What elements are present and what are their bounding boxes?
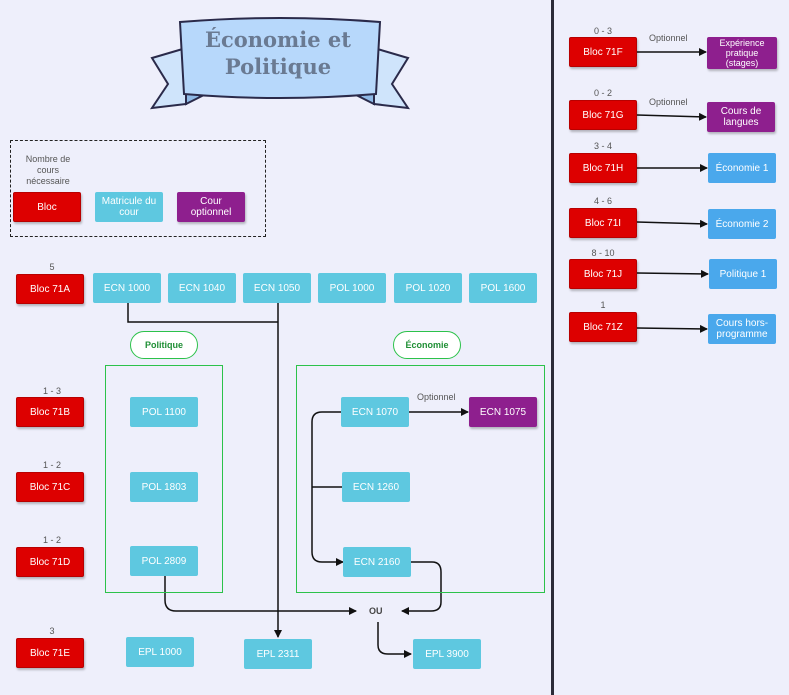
target-experience-pratique: Expérience pratique (stages) <box>707 37 777 69</box>
legend-course: Matricule du cour <box>95 192 163 222</box>
page-title: Économie et Politique <box>204 27 351 79</box>
course-pol-1020[interactable]: POL 1020 <box>394 273 462 303</box>
optionnel-label-1075: Optionnel <box>417 392 456 402</box>
legend-box <box>10 140 266 237</box>
bloc-71f-count: 0 - 3 <box>593 26 612 36</box>
group-politique-frame <box>105 365 223 593</box>
course-ecn-1075[interactable]: ECN 1075 <box>469 397 537 427</box>
legend-optional: Cour optionnel <box>177 192 245 222</box>
bloc-71b-count: 1 - 3 <box>42 386 61 396</box>
bloc-71h-count: 3 - 4 <box>593 141 612 151</box>
target-economie-1: Économie 1 <box>708 153 776 183</box>
bloc-71g-count: 0 - 2 <box>593 88 612 98</box>
group-politique-label: Politique <box>130 331 198 359</box>
target-cours-de-langues: Cours de langues <box>707 102 775 132</box>
course-epl-1000[interactable]: EPL 1000 <box>126 637 194 667</box>
legend-bloc: Bloc <box>13 192 81 222</box>
group-economie-label: Économie <box>393 331 461 359</box>
ou-label: OU <box>369 606 383 616</box>
course-ecn-1070[interactable]: ECN 1070 <box>341 397 409 427</box>
course-pol-1000[interactable]: POL 1000 <box>318 273 386 303</box>
target-politique-1: Politique 1 <box>709 259 777 289</box>
bloc-71d-count: 1 - 2 <box>42 535 61 545</box>
course-pol-2809[interactable]: POL 2809 <box>130 546 198 576</box>
target-economie-2: Économie 2 <box>708 209 776 239</box>
bloc-71j-count: 8 - 10 <box>591 248 615 258</box>
bloc-71z: Bloc 71Z <box>569 312 637 342</box>
legend-count-label: Nombre de cours nécessaire <box>25 154 71 186</box>
bloc-71i-count: 4 - 6 <box>593 196 612 206</box>
bloc-71h: Bloc 71H <box>569 153 637 183</box>
panel-divider <box>551 0 554 695</box>
bloc-71i: Bloc 71I <box>569 208 637 238</box>
course-ecn-2160[interactable]: ECN 2160 <box>343 547 411 577</box>
bloc-71e-count: 3 <box>49 626 55 636</box>
course-epl-2311[interactable]: EPL 2311 <box>244 639 312 669</box>
course-epl-3900[interactable]: EPL 3900 <box>413 639 481 669</box>
course-ecn-1040[interactable]: ECN 1040 <box>168 273 236 303</box>
title-banner <box>149 17 411 110</box>
bloc-71a: Bloc 71A <box>16 274 84 304</box>
bloc-71b: Bloc 71B <box>16 397 84 427</box>
course-pol-1803[interactable]: POL 1803 <box>130 472 198 502</box>
bloc-71j: Bloc 71J <box>569 259 637 289</box>
bloc-71a-count: 5 <box>49 262 55 272</box>
course-pol-1100[interactable]: POL 1100 <box>130 397 198 427</box>
course-ecn-1050[interactable]: ECN 1050 <box>243 273 311 303</box>
bloc-71c: Bloc 71C <box>16 472 84 502</box>
bloc-71z-count: 1 <box>600 300 606 310</box>
bloc-71e: Bloc 71E <box>16 638 84 668</box>
bloc-71c-count: 1 - 2 <box>42 460 61 470</box>
target-cours-hors-programme: Cours hors-programme <box>708 314 776 344</box>
optionnel-label-71f: Optionnel <box>649 33 688 43</box>
bloc-71d: Bloc 71D <box>16 547 84 577</box>
course-ecn-1000[interactable]: ECN 1000 <box>93 273 161 303</box>
course-ecn-1260[interactable]: ECN 1260 <box>342 472 410 502</box>
course-pol-1600[interactable]: POL 1600 <box>469 273 537 303</box>
bloc-71f: Bloc 71F <box>569 37 637 67</box>
optionnel-label-71g: Optionnel <box>649 97 688 107</box>
group-economie-frame <box>296 365 545 593</box>
bloc-71g: Bloc 71G <box>569 100 637 130</box>
connector-lines <box>127 303 469 658</box>
